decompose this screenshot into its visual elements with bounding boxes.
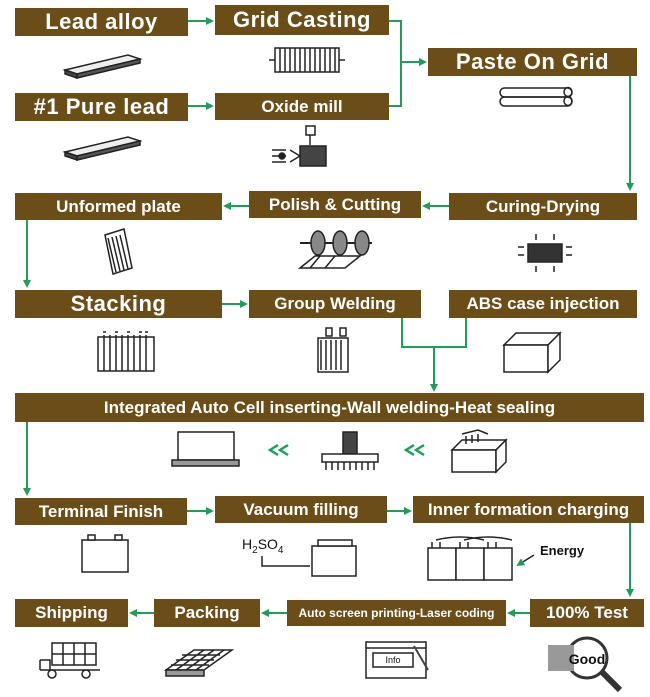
step-pure-lead: #1 Pure lead [15, 93, 188, 121]
abs-case-icon [502, 331, 562, 374]
step-curing-drying: Curing-Drying [449, 193, 637, 220]
step-inner-formation-charging: Inner formation charging [413, 496, 644, 523]
paste-rollers-icon [499, 86, 573, 107]
step-grid-casting: Grid Casting [215, 5, 389, 35]
lead-ingot-icon [62, 54, 143, 80]
h2so4-label: H2SO4 [242, 536, 284, 556]
step-oxide-mill: Oxide mill [215, 93, 389, 120]
step-polish-cutting: Polish & Cutting [249, 191, 421, 218]
formation-batteries-icon [427, 536, 535, 581]
step-unformed-plate: Unformed plate [15, 193, 222, 220]
stacking-icon [97, 331, 155, 372]
flow-arrows [23, 17, 634, 617]
step-terminal-finish: Terminal Finish [15, 498, 187, 525]
group-welding-icon [317, 327, 349, 373]
grid-casting-icon [269, 47, 345, 73]
shipping-truck-icon [39, 642, 100, 679]
screen-printing-battery-icon [365, 641, 429, 679]
step-lead-alloy: Lead alloy [15, 8, 188, 36]
pure-lead-ingot-icon [62, 136, 143, 162]
icons [39, 47, 623, 693]
step-paste-on-grid: Paste On Grid [428, 48, 637, 76]
step-shipping: Shipping [15, 599, 128, 627]
packing-pallet-icon [163, 649, 235, 677]
good-label: Good [569, 651, 606, 667]
info-label: Info [385, 655, 400, 665]
battery-terminal-icon [81, 534, 129, 573]
step-abs-case-injection: ABS case injection [449, 290, 637, 318]
step-vacuum-filling: Vacuum filling [215, 496, 387, 523]
step-integrated-cell-inserting: Integrated Auto Cell inserting-Wall weld… [15, 393, 644, 422]
polish-cutting-icon [297, 230, 372, 269]
step-packing: Packing [154, 599, 260, 627]
good-magnifier-icon [548, 636, 623, 693]
arrow-welding-abs-merge [401, 318, 467, 348]
step-auto-screen-printing: Auto screen printing-Laser coding [287, 600, 506, 626]
icon-labels: H2SO4 Energy Info Good [242, 536, 605, 667]
arrow-grid-to-paste [389, 20, 402, 107]
heat-sealing-machine-icon [321, 431, 379, 470]
unformed-plate-icon [104, 228, 133, 275]
cell-inserting-icon [450, 429, 508, 474]
finished-block-icon [171, 431, 240, 467]
curing-drying-icon [518, 234, 572, 272]
oxide-mill-icon [272, 125, 327, 167]
step-stacking: Stacking [15, 290, 222, 318]
step-group-welding: Group Welding [249, 290, 421, 318]
double-chevron-left-icon [267, 443, 425, 457]
step-100-test: 100% Test [530, 599, 644, 627]
energy-label: Energy [540, 543, 585, 558]
vacuum-filling-battery-icon [261, 539, 357, 577]
